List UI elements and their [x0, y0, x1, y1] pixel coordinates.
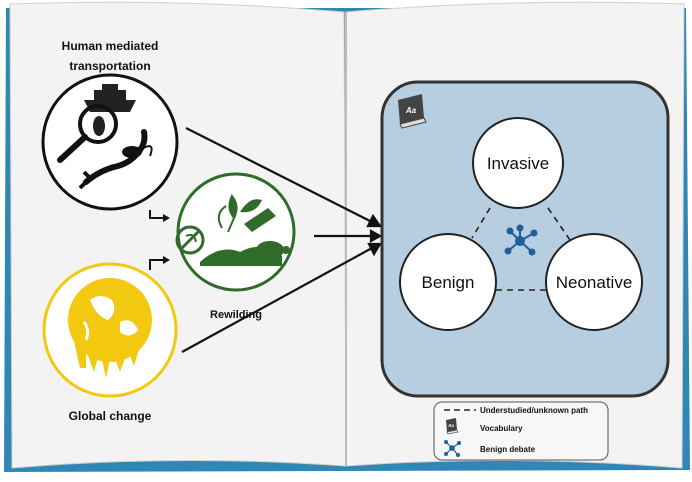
invasive-node: Invasive	[472, 117, 564, 209]
benign-label: Benign	[422, 273, 475, 292]
benign-node: Benign	[399, 233, 497, 331]
svg-text:Aa: Aa	[447, 423, 454, 428]
invasive-label: Invasive	[487, 154, 549, 173]
understudied-paths	[471, 207, 571, 291]
legend-debate-label: Benign debate	[480, 445, 536, 454]
legend-network-icon	[444, 440, 462, 458]
rewilding-node	[175, 172, 296, 292]
legend: Understudied/unknown path Aa Vocabulary …	[433, 401, 609, 461]
global-change-node	[42, 262, 178, 398]
connector-global-to-rewilding	[149, 259, 166, 270]
arrow-global-to-panel	[181, 247, 373, 353]
legend-book-icon: Aa	[446, 418, 459, 435]
book-icon: Aa	[398, 94, 427, 129]
arrows-to-panel	[181, 127, 383, 353]
melting-globe-icon	[68, 278, 152, 378]
human-mediated-title-line1: Human mediated	[62, 39, 159, 53]
human-mediated-title-line2: transportation	[69, 59, 150, 73]
rewilding-label: Rewilding	[210, 309, 262, 321]
plant-hand-tortoise-icon	[175, 194, 290, 266]
connector-human-to-rewilding	[149, 210, 166, 219]
arrow-human-to-panel	[185, 127, 373, 223]
legend-dashed-label: Understudied/unknown path	[480, 406, 588, 415]
human-mediated-node	[41, 73, 179, 211]
network-icon	[504, 224, 538, 256]
neonative-node: Neonative	[545, 233, 643, 331]
svg-text:Aa: Aa	[405, 106, 417, 115]
legend-vocabulary-label: Vocabulary	[480, 424, 523, 433]
neonative-label: Neonative	[556, 273, 633, 292]
ship-magnifier-lobster-icon	[57, 84, 153, 190]
global-change-label: Global change	[69, 409, 152, 423]
